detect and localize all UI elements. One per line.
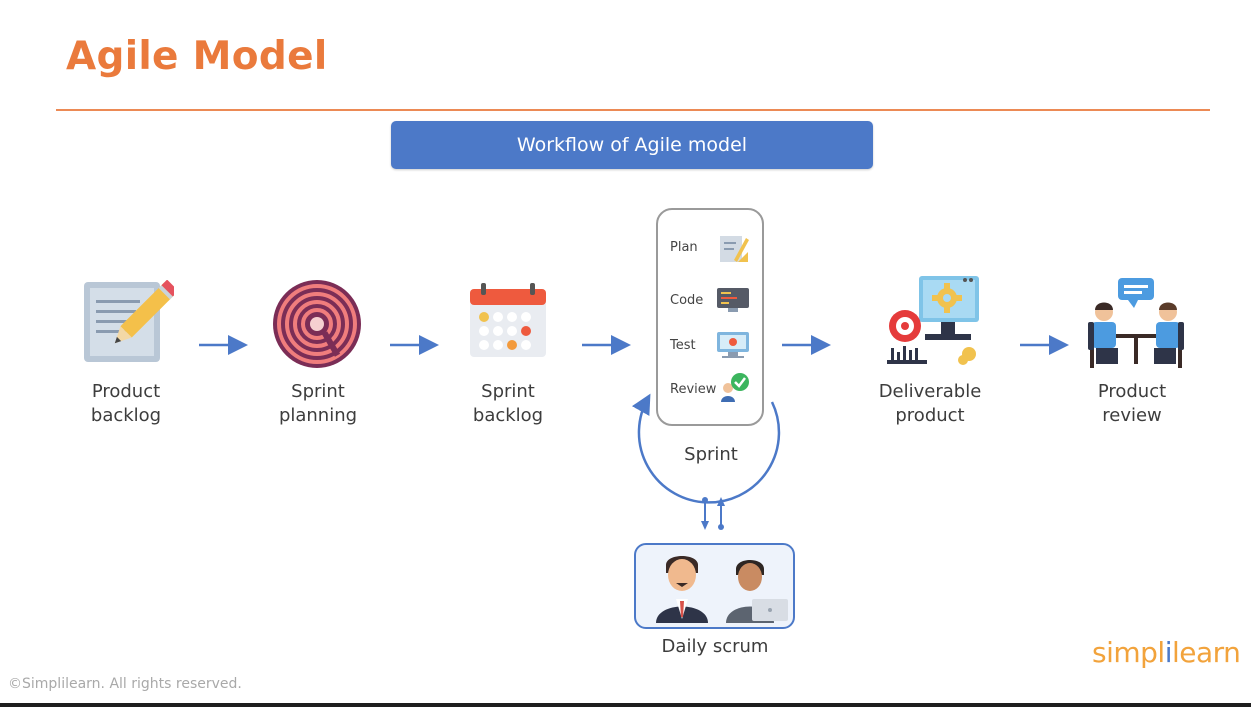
copyright-text: ©Simplilearn. All rights reserved. bbox=[8, 676, 242, 692]
developer-laptop-icon bbox=[726, 560, 788, 623]
spiral-maze-icon bbox=[273, 280, 361, 368]
sprint-step-test: Test bbox=[670, 338, 696, 353]
title-divider bbox=[56, 109, 1210, 111]
sprint-step-plan: Plan bbox=[670, 240, 698, 255]
stage-label-line2: product bbox=[895, 405, 965, 426]
sprint-card: Plan Code Test Review bbox=[656, 208, 764, 426]
stage-label-line1: Sprint bbox=[481, 381, 535, 402]
workflow-banner: Workflow of Agile model bbox=[391, 121, 873, 169]
review-icon bbox=[721, 373, 749, 402]
up-down-arrows bbox=[701, 497, 725, 530]
stage-label-line2: review bbox=[1102, 405, 1162, 426]
brand-bar: i bbox=[1164, 636, 1173, 669]
stage-label-deliverable-product: Deliverable product bbox=[860, 380, 1000, 428]
sprint-step-review: Review bbox=[670, 382, 717, 397]
daily-scrum-box bbox=[634, 543, 795, 629]
brand-left: simpl bbox=[1092, 636, 1165, 669]
pencil-paper-icon bbox=[84, 280, 174, 362]
brand-right: learn bbox=[1171, 636, 1241, 669]
daily-scrum-label: Daily scrum bbox=[661, 636, 769, 657]
stage-label-line2: backlog bbox=[472, 405, 544, 426]
plan-icon bbox=[720, 236, 749, 262]
stage-label-line1: Sprint bbox=[291, 381, 345, 402]
stage-label-line2: planning bbox=[278, 405, 358, 426]
stage-label-sprint-backlog: Sprint backlog bbox=[438, 380, 578, 428]
stage-label-product-review: Product review bbox=[1062, 380, 1202, 428]
meeting-people-icon bbox=[1088, 278, 1184, 368]
stage-label-product-backlog: Product backlog bbox=[56, 380, 196, 428]
test-icon bbox=[717, 332, 749, 358]
brand-logo: simplilearn bbox=[1092, 636, 1241, 669]
page-title: Agile Model bbox=[66, 34, 328, 79]
bottom-border bbox=[0, 703, 1251, 707]
stage-label-sprint-planning: Sprint planning bbox=[248, 380, 388, 428]
calendar-icon bbox=[470, 283, 546, 357]
stage-label-line1: Product bbox=[1097, 381, 1167, 402]
businessman-icon bbox=[656, 556, 708, 623]
sprint-step-code: Code bbox=[670, 293, 704, 308]
code-icon bbox=[717, 288, 749, 312]
stage-label-line1: Product bbox=[91, 381, 161, 402]
stage-label-line1: Deliverable bbox=[878, 381, 982, 402]
stage-label-line2: backlog bbox=[90, 405, 162, 426]
monitor-gear-icon bbox=[887, 276, 979, 365]
sprint-label: Sprint bbox=[684, 444, 738, 465]
